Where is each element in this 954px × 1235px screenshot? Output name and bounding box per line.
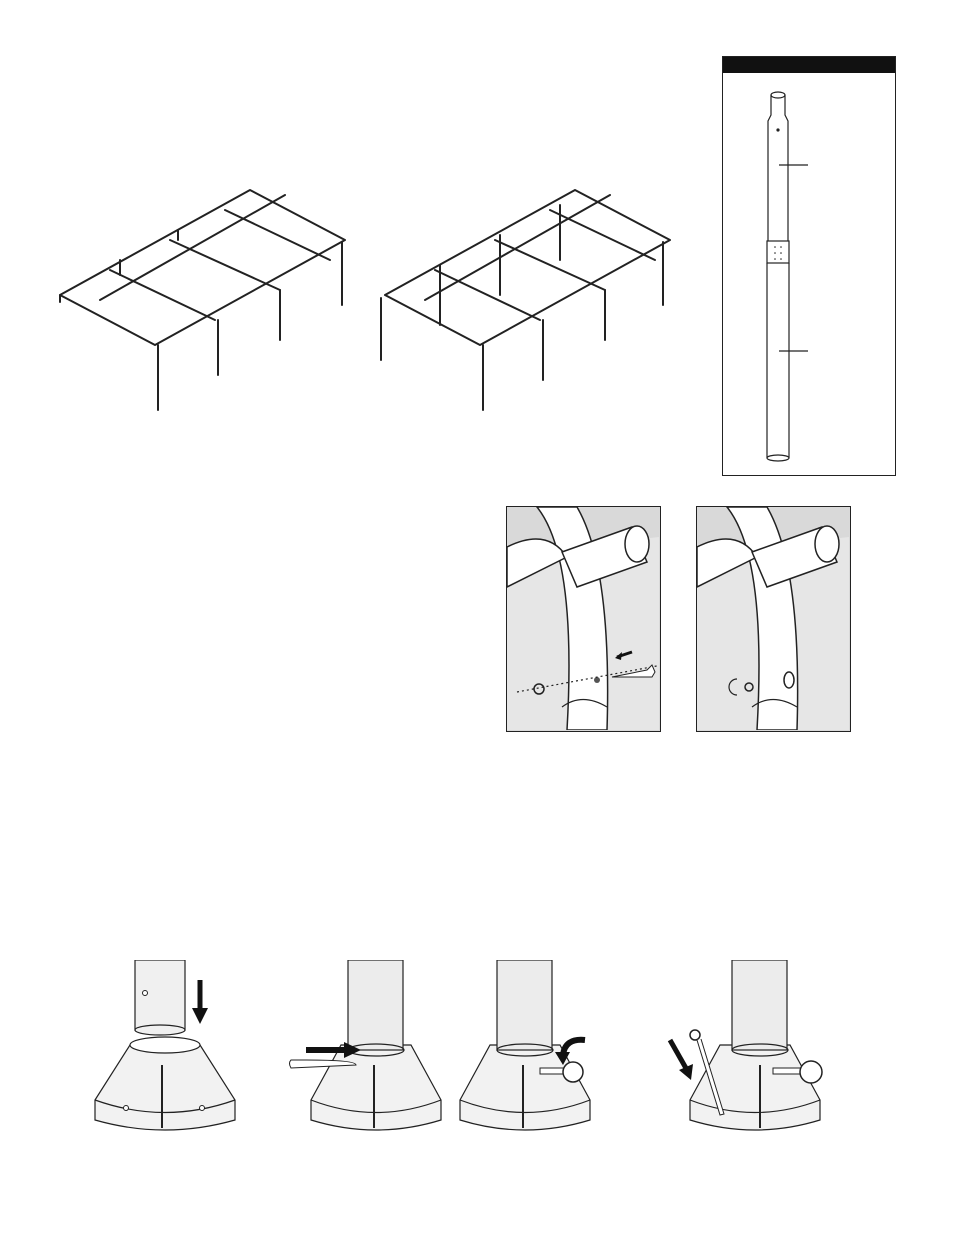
- panel-header: [723, 57, 895, 73]
- canopy-frame-right: [375, 180, 675, 420]
- canopy-frame-left: [50, 180, 350, 420]
- pin-locked-detail: [696, 506, 851, 732]
- footplate-step-1: [90, 960, 240, 1140]
- frame-icon: [375, 180, 675, 420]
- frame-icon: [50, 180, 350, 420]
- footplate-icon: [455, 960, 605, 1140]
- footplate-step-4: [665, 960, 835, 1140]
- pole-icon: [723, 73, 894, 473]
- footplate-icon: [286, 960, 446, 1140]
- pin-icon: [697, 507, 849, 730]
- footplate-icon: [665, 960, 835, 1140]
- pin-insert-detail: [506, 506, 661, 732]
- leg-pole-panel: [722, 56, 896, 476]
- footplate-icon: [90, 960, 240, 1140]
- footplate-step-3: [455, 960, 605, 1140]
- pin-icon: [507, 507, 659, 730]
- footplate-step-2: [286, 960, 446, 1140]
